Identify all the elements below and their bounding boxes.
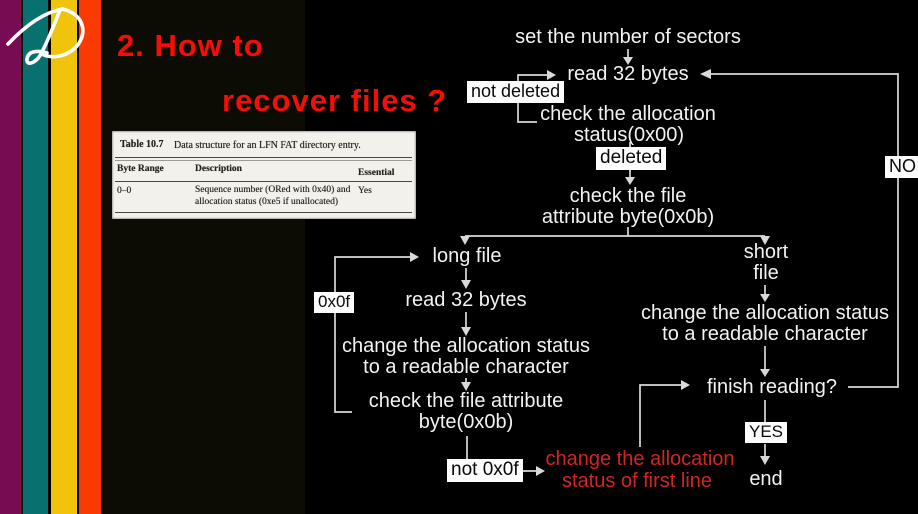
label-not-0x0f: not 0x0f: [447, 459, 523, 482]
connector-no-return: [703, 73, 899, 388]
table-cell-desc-line1: Sequence number (ORed with 0x40) and: [195, 185, 351, 195]
arrowhead-branch-right: [760, 236, 770, 245]
node-end: end: [749, 468, 783, 490]
node-check-attr-long-line1: check the file attribute: [368, 390, 564, 412]
arrowhead-notdeleted-loop: [547, 70, 556, 80]
node-check-attr-line2: attribute byte(0x0b): [541, 206, 715, 228]
arrowhead-no-return: [700, 69, 711, 79]
arrowhead-longfile-down: [461, 280, 471, 289]
arrowhead-read32-down: [461, 327, 471, 336]
connector-0x0f-loop: [334, 256, 411, 413]
node-change-first-line2: status of first line: [561, 470, 713, 492]
node-read-32-bytes-top: read 32 bytes: [567, 63, 689, 85]
node-finish-reading: finish reading?: [706, 376, 838, 398]
table-caption-label: Table 10.7: [120, 139, 164, 150]
arrowhead-change-down: [461, 382, 471, 391]
logo-bowl-stroke: [42, 7, 85, 59]
stripe-magenta: [0, 0, 21, 514]
stripe-teal: [23, 0, 48, 514]
node-change-status-long-line1: change the allocation status: [342, 335, 590, 357]
node-change-first-line1: change the allocation: [545, 448, 735, 470]
slide-title-line-2: recover files ?: [222, 83, 448, 118]
table-header-byte-range: Byte Range: [117, 164, 164, 174]
lfn-fat-table-image: Table 10.7 Data structure for an LFN FAT…: [112, 131, 416, 219]
arrowhead-0x0f-loop: [410, 252, 419, 262]
node-read-32-bytes-long: read 32 bytes: [405, 289, 527, 311]
node-change-status-short-line1: change the allocation status: [641, 302, 889, 324]
table-rule-bottom: [115, 212, 412, 213]
table-cell-essential: Yes: [358, 186, 372, 196]
arrowhead-branch-left: [460, 236, 470, 245]
stripe-yellow: [51, 0, 77, 514]
table-header-essential: Essential: [358, 168, 395, 178]
slide-left-panel: [101, 0, 305, 514]
arrowhead-change2-down: [760, 369, 770, 377]
label-deleted: deleted: [596, 147, 667, 170]
table-caption-text: Data structure for an LFN FAT directory …: [174, 140, 361, 151]
arrowhead-yes-to-end: [760, 456, 770, 465]
slide-title-line-1: 2. How to: [117, 28, 264, 63]
node-change-status-long-line2: to a readable character: [363, 356, 569, 378]
arrowhead-set-to-read: [623, 57, 633, 65]
label-no: NO: [885, 156, 918, 178]
node-long-file: long file: [432, 245, 502, 267]
arrowhead-not0x0f-right: [536, 466, 545, 476]
node-check-attr-line1: check the file: [569, 185, 687, 207]
table-header-description: Description: [195, 164, 242, 174]
arrowhead-short-down: [760, 294, 770, 302]
arrowhead-first-to-finish: [681, 380, 690, 390]
label-not-deleted: not deleted: [467, 81, 565, 103]
node-set-sectors: set the number of sectors: [515, 26, 741, 48]
logo-stem-stroke: [25, 8, 62, 65]
script-d-logo: [6, 7, 85, 65]
arrowhead-status-to-attr: [625, 177, 635, 185]
table-rule-top-a: [115, 157, 412, 158]
node-check-alloc-line1: check the allocation: [540, 103, 716, 125]
node-check-alloc-line2: status(0x00): [573, 124, 685, 146]
stripe-orange: [79, 0, 101, 514]
connector-branch: [465, 227, 765, 237]
node-short-file-line1: short: [743, 241, 789, 263]
table-rule-header: [115, 181, 412, 182]
table-rule-top-b: [115, 160, 412, 161]
label-0x0f: 0x0f: [314, 292, 355, 313]
node-short-file-line2: file: [753, 262, 779, 284]
connector-first-to-finish: [639, 384, 682, 447]
label-yes: YES: [745, 422, 788, 443]
table-cell-desc-line2: allocation status (0xe5 if unallocated): [195, 197, 338, 207]
table-cell-byte-range: 0–0: [117, 186, 132, 196]
node-check-attr-long-line2: byte(0x0b): [418, 411, 514, 433]
logo-swash-stroke: [6, 7, 65, 46]
node-change-status-short-line2: to a readable character: [662, 323, 868, 345]
